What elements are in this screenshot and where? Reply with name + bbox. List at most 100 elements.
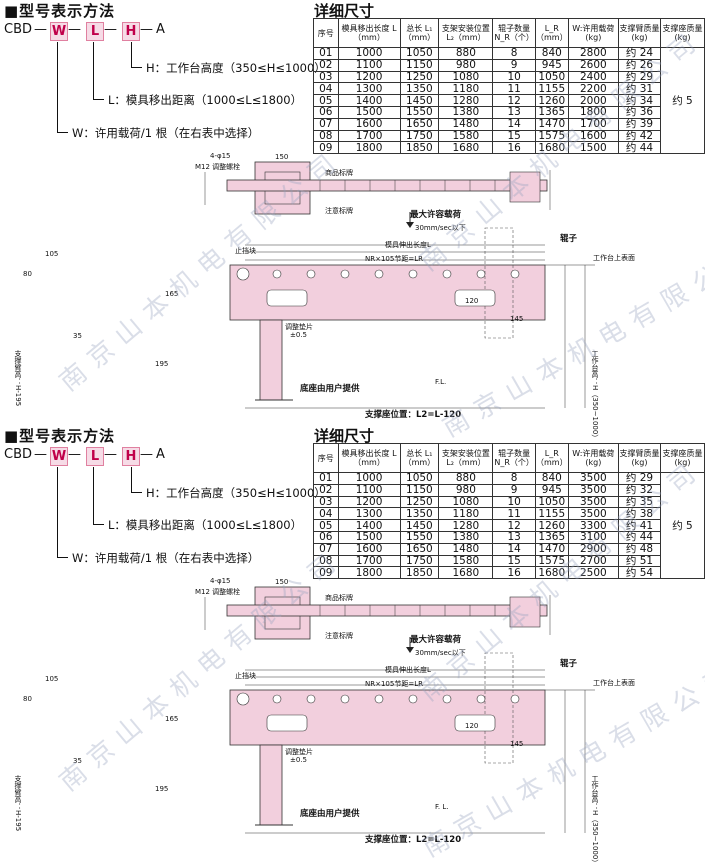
table-top-label: 工作台上表面 — [593, 679, 635, 687]
table-cell: 约 34 — [617, 94, 661, 107]
table-cell: 约 32 — [617, 483, 661, 497]
table-top-label: 工作台上表面 — [593, 254, 635, 262]
table-cell: 1580 — [438, 129, 494, 143]
table-cell: 1470 — [534, 542, 569, 556]
code-dash-2: — — [68, 22, 81, 37]
table-cell: 2000 — [567, 94, 619, 107]
code-dash-1: — — [34, 22, 47, 37]
table-cell: 约 48 — [617, 542, 661, 556]
technical-drawing: 4-φ15 M12 调整螺栓 150 商品标牌 注意标牌 最大许容载荷 30mm… — [14, 150, 705, 441]
table-cell: 约 29 — [617, 70, 661, 84]
dim-165: 165 — [165, 715, 179, 723]
th-mount: 支架安装位置 L₂（mm） — [438, 18, 494, 48]
table-cell: 1365 — [534, 530, 569, 544]
length-label: 模具伸出长度L — [385, 241, 431, 249]
table-cell: 3300 — [567, 519, 619, 532]
table-cell: 980 — [438, 58, 494, 72]
table-cell: 11 — [492, 507, 536, 521]
table-cell: 1080 — [438, 495, 494, 509]
table-cell: 1100 — [337, 483, 401, 497]
clearance-label: ±0.5 — [290, 756, 307, 764]
legend-l: L：模具移出距离（1000≤L≤1800） — [108, 93, 303, 107]
code-dash-1: — — [34, 447, 47, 462]
dim-35: 35 — [73, 757, 82, 765]
table-cell: 1580 — [438, 554, 494, 568]
table-cell: 1600 — [567, 129, 619, 143]
leader-h — [131, 42, 142, 68]
table-cell: 02 — [313, 58, 339, 72]
dim-150: 150 — [275, 153, 289, 161]
table-cell: 1500 — [337, 530, 401, 544]
table-cell: 06 — [313, 105, 339, 119]
dim-105: 105 — [45, 250, 59, 258]
leader-h — [131, 467, 142, 493]
legend-w: W：许用载荷/1 根（在右表中选择） — [72, 551, 260, 565]
table-cell: 01 — [313, 47, 339, 60]
adjust-pad-label: 调整垫片 — [285, 748, 313, 756]
stopper-label: 止挡块 — [235, 672, 256, 680]
code-w-box: W — [50, 447, 68, 466]
table-cell: 约 54 — [617, 566, 661, 580]
table-cell: 1080 — [438, 70, 494, 84]
table-cell: 约 24 — [617, 47, 661, 60]
caution-label: 注意标牌 — [325, 207, 353, 215]
table-cell: 1000 — [337, 47, 401, 60]
table-cell: 约 29 — [617, 472, 661, 485]
table-cell: 1365 — [534, 105, 569, 119]
table-cell: 1380 — [438, 105, 494, 119]
stopper-label: 止挡块 — [235, 247, 256, 255]
th-arm-mass: 支撑臂质量 (kg) — [617, 18, 661, 48]
table-cell: 15 — [492, 129, 536, 143]
code-w-box: W — [50, 22, 68, 41]
table-cell: 8 — [492, 472, 536, 485]
table-cell: 1050 — [399, 47, 440, 60]
code-l-box: L — [86, 22, 104, 41]
code-dash-3: — — [104, 22, 117, 37]
table-cell: 1800 — [567, 105, 619, 119]
detail-title: 详细尺寸 — [314, 427, 375, 445]
arm-height-label: 支撑臂高：H-195 — [14, 775, 22, 832]
table-cell: 3500 — [567, 483, 619, 497]
table-cell: 约 26 — [617, 58, 661, 72]
table-cell: 约 42 — [617, 129, 661, 143]
dim-120: 120 — [465, 297, 479, 305]
table-cell: 1180 — [438, 82, 494, 96]
spec-table: 序号 模具移出长度 L（mm） 总长 L₁（mm） 支架安装位置 L₂（mm） … — [313, 18, 705, 155]
dim-145: 145 — [510, 740, 524, 748]
table-cell: 1250 — [399, 70, 440, 84]
table-cell: 12 — [492, 519, 536, 532]
caution-label: 注意标牌 — [325, 632, 353, 640]
table-cell: 约 36 — [617, 105, 661, 119]
table-cell: 9 — [492, 58, 536, 72]
table-cell: 840 — [534, 472, 569, 485]
table-cell: 1400 — [337, 519, 401, 532]
table-cell: 1450 — [399, 519, 440, 532]
table-cell: 约 44 — [617, 530, 661, 544]
work-height-label: 工作台高：H（350~1000） — [591, 350, 599, 442]
table-cell: 840 — [534, 47, 569, 60]
table-cell: 08 — [313, 129, 339, 143]
product-label: 商品标牌 — [325, 594, 353, 602]
table-cell: 约 51 — [617, 554, 661, 568]
table-cell: 02 — [313, 483, 339, 497]
table-cell: 1550 — [399, 530, 440, 544]
roller-label: 辊子 — [560, 659, 578, 669]
table-cell: 约 31 — [617, 82, 661, 96]
spec-table: 序号 模具移出长度 L（mm） 总长 L₁（mm） 支架安装位置 L₂（mm） … — [313, 443, 705, 580]
code-l-box: L — [86, 447, 104, 466]
table-cell: 1200 — [337, 70, 401, 84]
table-cell: 1600 — [337, 542, 401, 556]
table-cell: 1500 — [337, 105, 401, 119]
table-cell: 1470 — [534, 117, 569, 131]
table-cell: 980 — [438, 483, 494, 497]
model-title: ■型号表示方法 — [4, 427, 116, 445]
table-cell: 13 — [492, 105, 536, 119]
